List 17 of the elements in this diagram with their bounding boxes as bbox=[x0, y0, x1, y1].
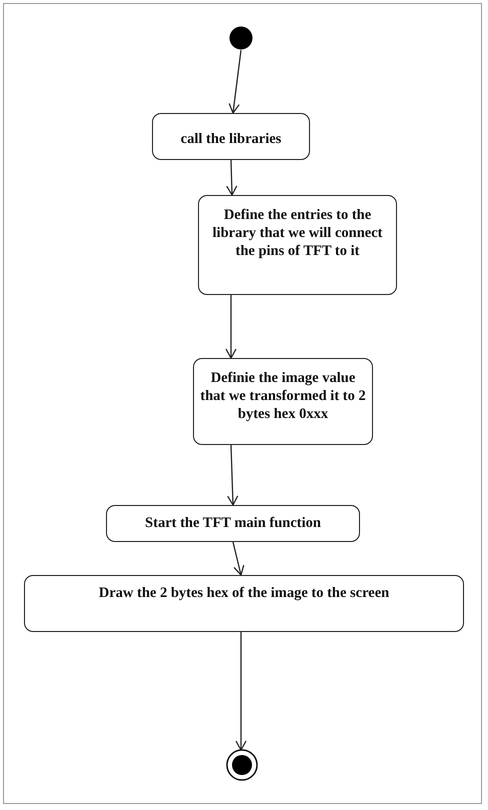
activity-box bbox=[24, 575, 464, 632]
activity-text: Start the TFT main function bbox=[145, 514, 321, 532]
arrow bbox=[225, 295, 237, 359]
activity-text: Definie the image value that we transformed it to 2 bytes hex 0xxx bbox=[200, 369, 366, 423]
activity-text: call the libraries bbox=[180, 130, 282, 148]
arrow bbox=[235, 632, 247, 751]
arrow bbox=[226, 160, 238, 196]
activity-box bbox=[152, 113, 310, 160]
activity-text: Draw the 2 bytes hex of the image to the screen bbox=[98, 584, 390, 602]
arrow bbox=[227, 444, 238, 506]
initial-node bbox=[229, 26, 253, 50]
activity-box bbox=[106, 505, 360, 542]
activity-box bbox=[198, 195, 397, 295]
activity-box bbox=[193, 358, 373, 445]
arrow bbox=[228, 50, 242, 114]
activity-text: Define the entries to the library that we will connect the pins of TFT to it bbox=[212, 206, 384, 260]
arrow bbox=[232, 542, 244, 576]
